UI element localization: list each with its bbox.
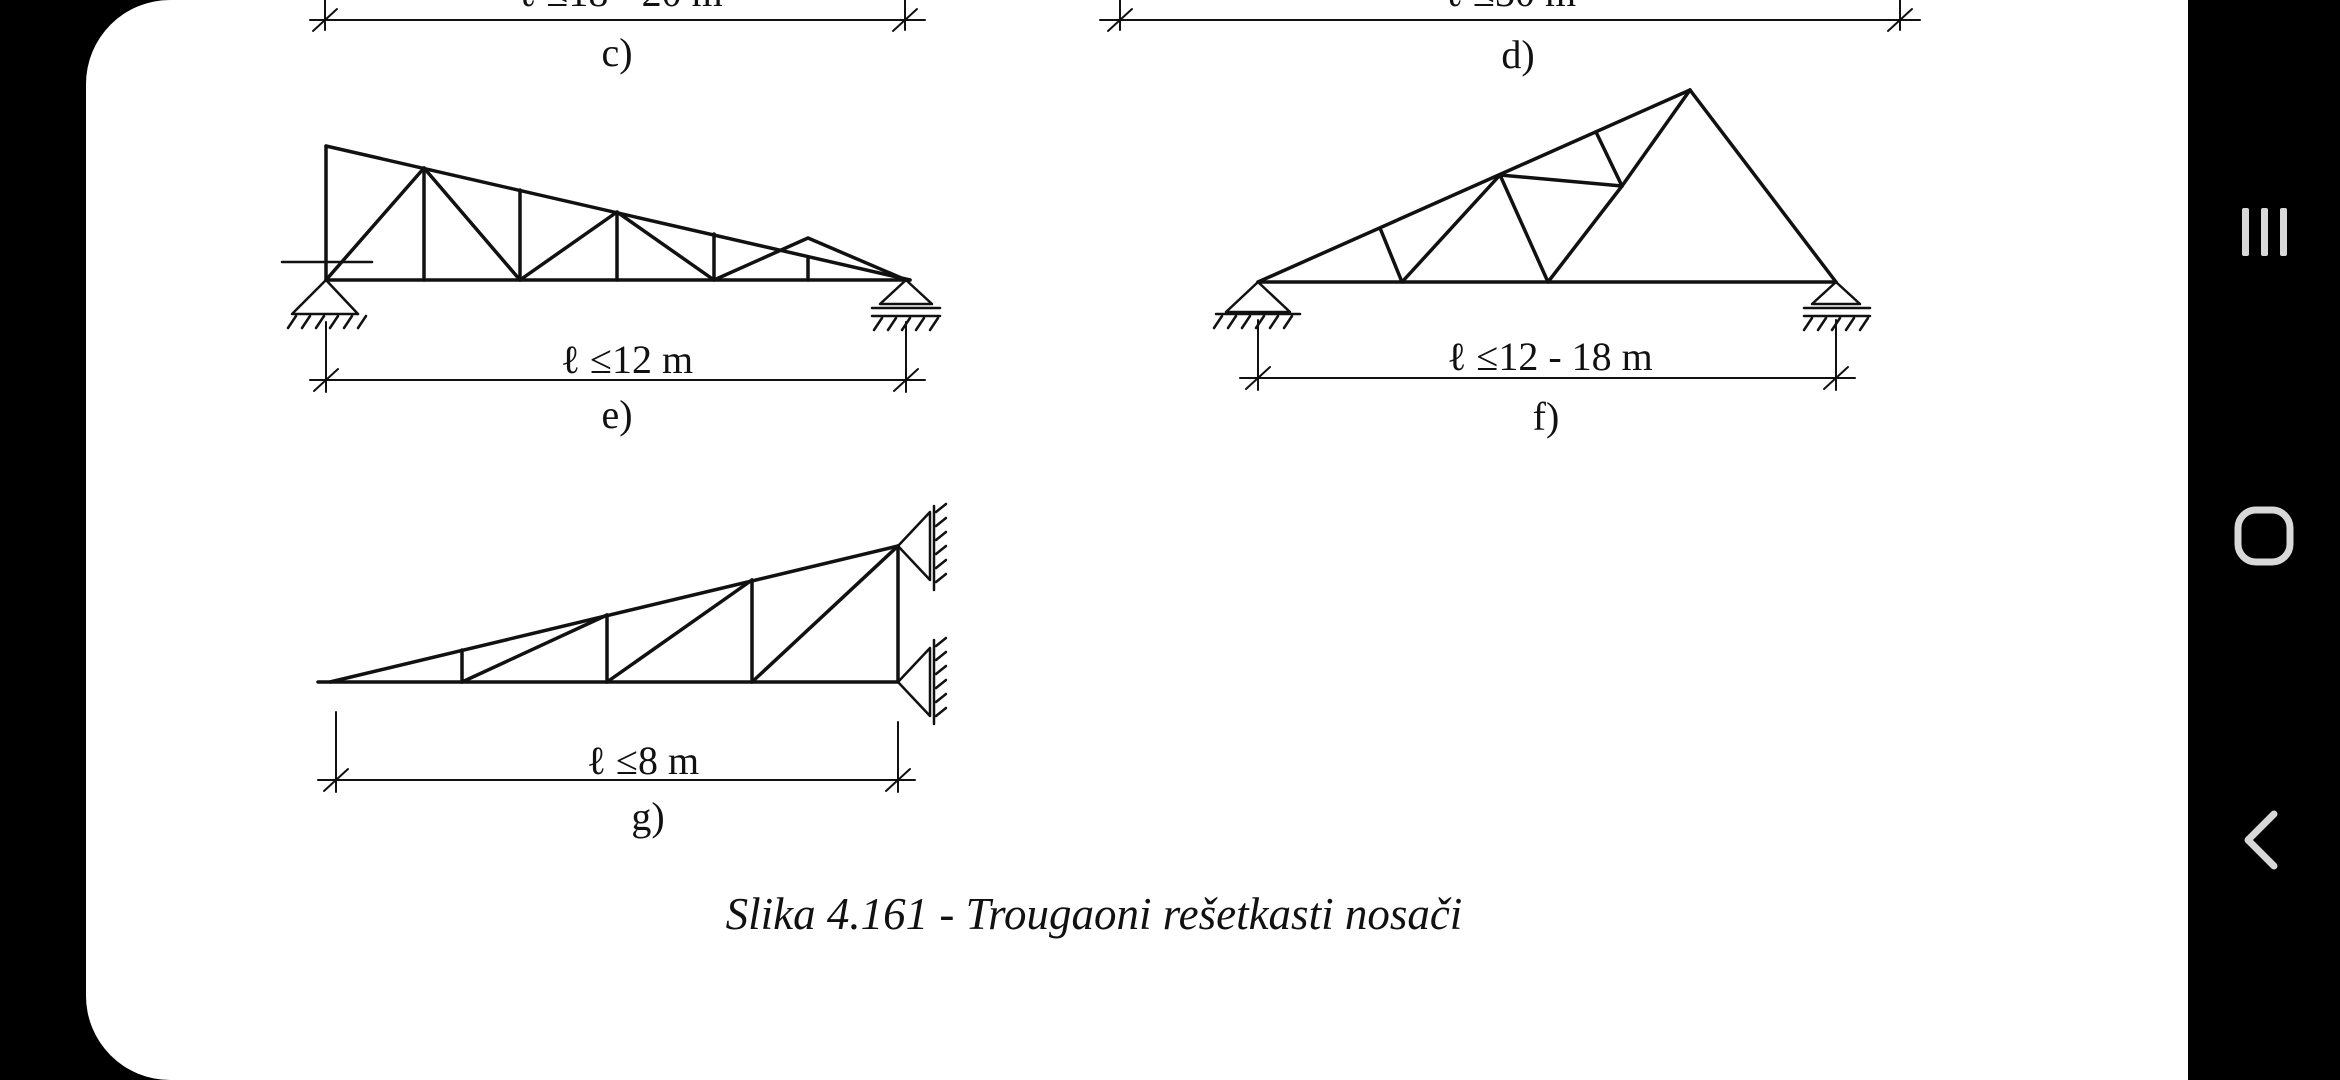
recent-apps-button[interactable] <box>2214 182 2314 282</box>
truss-f-span: ℓ ≤12 - 18 m <box>1447 334 1653 379</box>
truss-d-label: d) <box>1501 32 1534 77</box>
system-navigation-bar <box>2188 0 2340 1080</box>
truss-e <box>280 144 942 393</box>
truss-figure: ℓ ≤18 - 20 m c) ℓ ≤30 m d) ℓ ≤12 m e) ℓ … <box>280 0 1921 839</box>
truss-c-span: ℓ ≤18 - 20 m <box>517 0 723 15</box>
truss-f <box>1212 88 1872 391</box>
home-button[interactable] <box>2214 486 2314 586</box>
truss-f-label: f) <box>1533 394 1560 439</box>
truss-c-label: c) <box>601 30 632 75</box>
truss-g <box>316 502 948 793</box>
truss-g-label: g) <box>631 794 664 839</box>
recent-apps-icon <box>2242 208 2287 256</box>
home-icon <box>2234 506 2294 566</box>
truss-d-dimension <box>1099 0 1921 32</box>
back-button[interactable] <box>2214 790 2314 890</box>
truss-e-label: e) <box>601 392 632 437</box>
truss-e-span: ℓ ≤12 m <box>561 337 693 382</box>
back-icon <box>2244 810 2278 870</box>
truss-c-dimension <box>309 0 926 32</box>
truss-d-span: ℓ ≤30 m <box>1444 0 1576 15</box>
figure-caption: Slika 4.161 - Trougaoni rešetkasti nosač… <box>725 889 1463 939</box>
truss-g-span: ℓ ≤8 m <box>587 738 699 783</box>
document-viewer: ℓ ≤18 - 20 m c) ℓ ≤30 m d) ℓ ≤12 m e) ℓ … <box>86 0 2188 1080</box>
